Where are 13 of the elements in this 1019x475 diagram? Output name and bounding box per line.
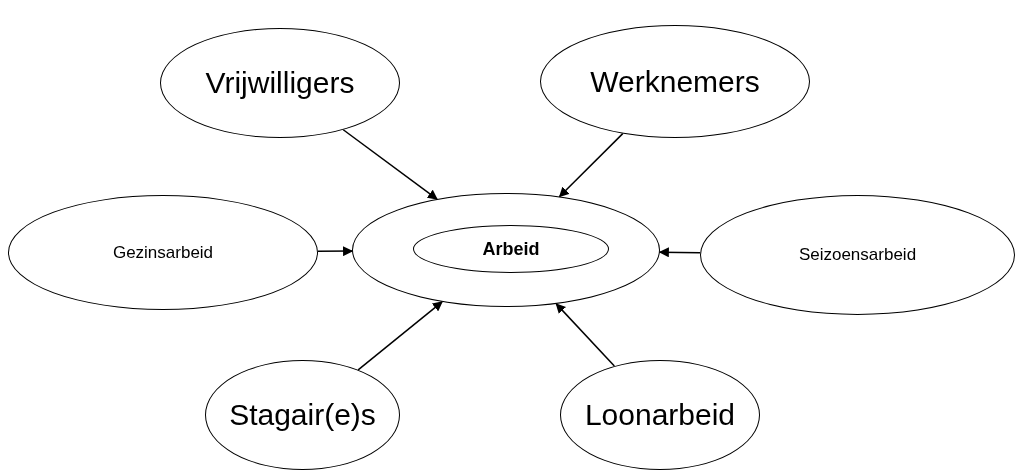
node-label: Werknemers xyxy=(590,64,760,99)
node-label: Stagair(e)s xyxy=(229,398,376,432)
arrow xyxy=(555,303,616,367)
ellipse-node xyxy=(8,195,318,310)
arrow xyxy=(658,247,701,258)
node-label: Vrijwilligers xyxy=(205,66,355,100)
arrow xyxy=(558,132,624,198)
node-label: Seizoensarbeid xyxy=(798,245,917,265)
node-label: Gezinsarbeid xyxy=(112,242,214,263)
arrow xyxy=(317,246,354,257)
node-label: Loonarbeid xyxy=(584,398,736,432)
node-label: Arbeid xyxy=(482,238,540,260)
arrow xyxy=(342,129,438,200)
